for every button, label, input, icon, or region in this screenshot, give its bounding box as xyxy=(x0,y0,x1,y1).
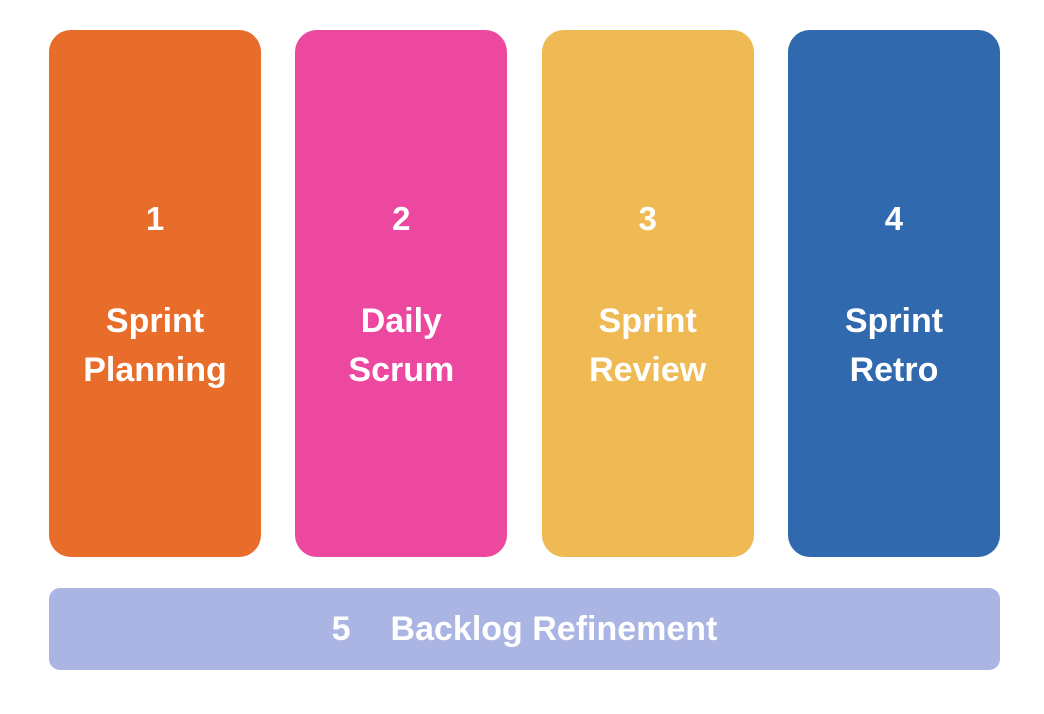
event-card-number: 3 xyxy=(638,200,657,237)
event-card-number: 1 xyxy=(145,200,165,237)
event-card-sprint-review[interactable]: 3 Sprint Review xyxy=(541,30,754,557)
backlog-bar-label: Backlog Refinement xyxy=(390,610,718,648)
event-cards-row: 1 Sprint Planning 2 Daily Scrum 3 Sprint… xyxy=(49,30,1000,557)
event-card-number: 4 xyxy=(884,200,904,237)
backlog-refinement-bar[interactable]: 5 Backlog Refinement xyxy=(49,588,1000,670)
event-card-sprint-retro[interactable]: 4 Sprint Retro xyxy=(787,30,1000,557)
event-card-label: Sprint Review xyxy=(589,302,707,390)
event-card-sprint-planning[interactable]: 1 Sprint Planning xyxy=(49,30,261,557)
event-card-number: 2 xyxy=(392,200,411,237)
event-card-label: Sprint Retro xyxy=(844,302,944,390)
backlog-bar-number: 5 xyxy=(331,610,351,648)
event-card-label: Daily Scrum xyxy=(348,302,455,390)
event-card-daily-scrum[interactable]: 2 Daily Scrum xyxy=(295,30,508,557)
event-card-label: Sprint Planning xyxy=(83,302,227,390)
